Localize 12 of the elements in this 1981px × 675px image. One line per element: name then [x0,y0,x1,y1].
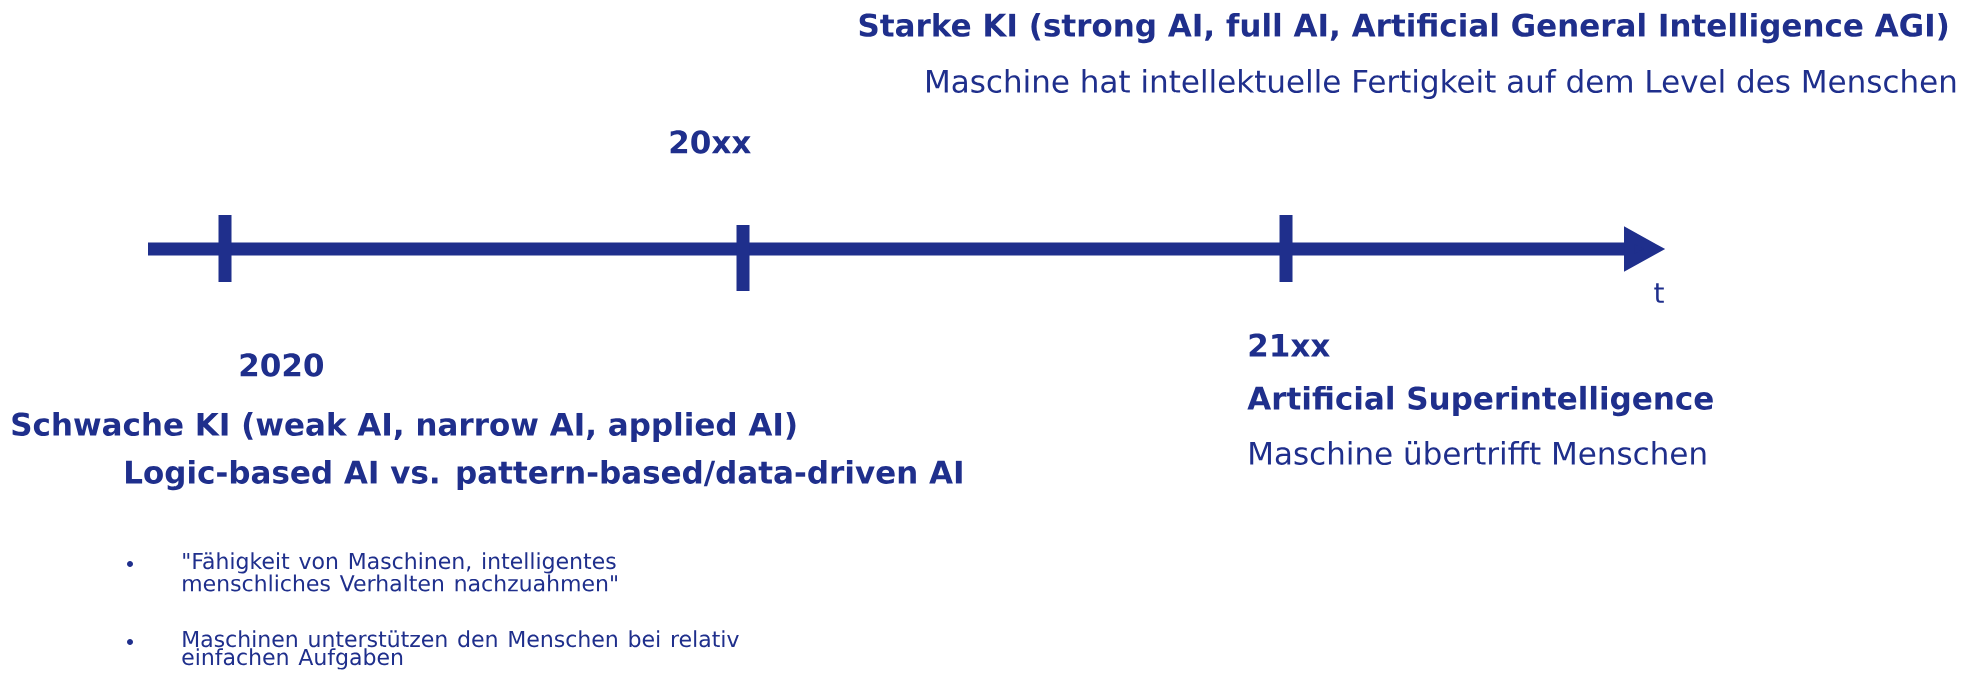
axis-label: t [1654,283,1664,303]
subheading: Maschine hat intellektuelle Fertigkeit auf dem Level des Menschen [927,69,1956,99]
bullet-text: Maschinen unterstützen den Menschen bei relativ einfachen Aufgaben [182,630,739,670]
year-label: 2020 [240,353,323,377]
description: Maschine übertrifft Menschen [1250,441,1706,465]
bullet-text: "Fähigkeit von Maschinen, intelligentes menschliches Verhalten nachzuahmen" [183,552,617,592]
heading: Artificial Superintelligence [1247,385,1713,417]
year-label: 21xx [1249,333,1330,357]
subheading: Logic-based AI vs. pattern-based/data-driven AI [126,459,962,491]
heading: Schwache KI (weak AI, narrow AI, applied AI) [12,412,796,442]
year-label: 20xx [670,130,751,154]
heading: Starke KI (strong AI, full AI, Artificial General Intelligence AGI) [859,12,1948,44]
